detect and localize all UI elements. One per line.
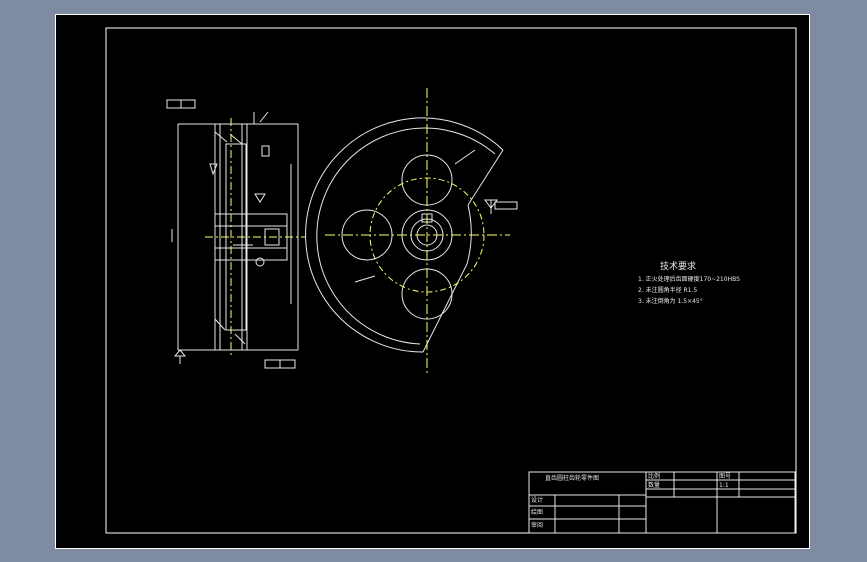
designer-label: 设计 <box>531 497 544 504</box>
requirement-item: 2. 未注圆角半径 R1.5 <box>638 287 698 294</box>
inner-frame <box>105 27 797 534</box>
drawing-title: 直齿圆柱齿轮零件图 <box>545 475 600 482</box>
requirement-item: 3. 未注倒角为 1.5×45° <box>638 298 703 305</box>
reviewer-label: 审阅 <box>531 522 544 529</box>
side-view-centerlines <box>205 118 305 356</box>
title-block <box>528 471 796 534</box>
scale-label: 图号 <box>719 473 732 480</box>
quantity-label: 数量 <box>648 482 661 489</box>
requirement-item: 1. 正火处理后齿面硬度170~210HBS <box>638 276 740 283</box>
drawing-svg <box>55 14 810 549</box>
technical-requirements: 技术要求 1. 正火处理后齿面硬度170~210HBS 2. 未注圆角半径 R1… <box>638 259 740 307</box>
scale-value: 1:1 <box>719 482 729 489</box>
material-label: 比例 <box>648 473 661 480</box>
technical-requirements-title: 技术要求 <box>660 262 697 272</box>
gear-outer-arc <box>305 117 504 353</box>
front-view-centerlines <box>325 88 510 376</box>
drawing-canvas: 技术要求 1. 正火处理后齿面硬度170~210HBS 2. 未注圆角半径 R1… <box>55 14 810 549</box>
drafter-label: 绘图 <box>531 509 544 516</box>
